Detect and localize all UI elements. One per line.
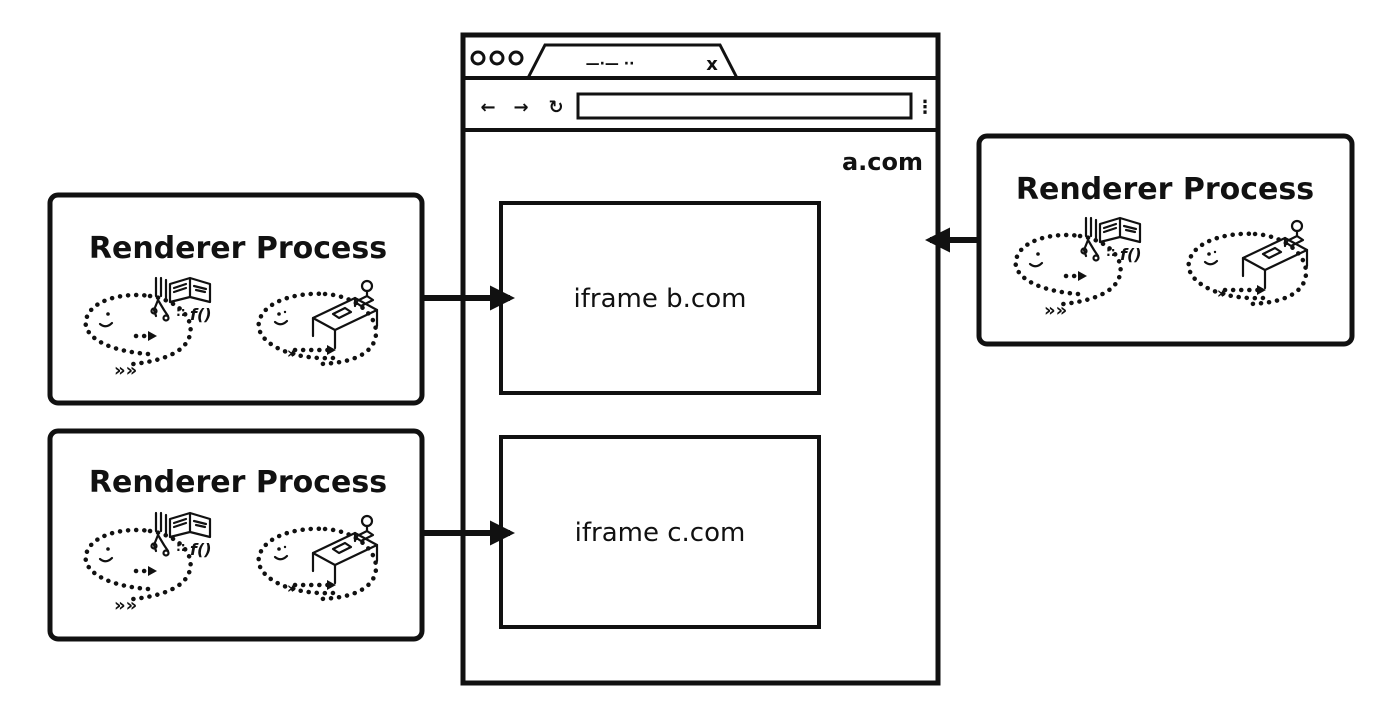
browser-frame	[460, 32, 941, 686]
renderer-process-c: Renderer Process	[47, 428, 425, 642]
reload-icon[interactable]: ↻	[548, 97, 563, 118]
window-control-dots-icon[interactable]	[470, 50, 524, 66]
renderer-process-title: Renderer Process	[1016, 172, 1314, 207]
forward-arrow-icon[interactable]: →	[513, 97, 528, 118]
iframe-b-label: iframe b.com	[574, 284, 747, 314]
renderer-process-b: Renderer Process	[47, 192, 425, 406]
renderer-process-a: Renderer Process	[976, 133, 1355, 347]
tab-title: —·— ··	[586, 56, 635, 72]
browser-window: —·— ·· x ← → ↻ ⋮ a.com iframe b.com ifra…	[460, 32, 941, 686]
tab-close-icon[interactable]: x	[706, 54, 718, 75]
menu-icon[interactable]: ⋮	[916, 97, 934, 118]
back-arrow-icon[interactable]: ←	[480, 97, 495, 118]
address-bar[interactable]	[576, 92, 913, 120]
renderer-process-title: Renderer Process	[89, 465, 387, 500]
renderer-process-title: Renderer Process	[89, 231, 387, 266]
browser-tab[interactable]	[526, 43, 739, 79]
origin-label: a.com	[842, 148, 923, 176]
iframe-c-label: iframe c.com	[575, 518, 746, 548]
